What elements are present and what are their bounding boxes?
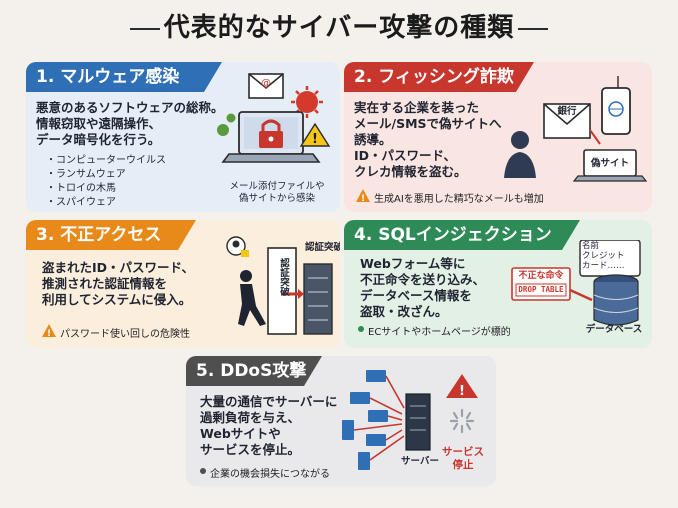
card-body: 実在する企業を装った メール/SMSで偽サイトへ 誘導。 ID・パスワード、 ク… (354, 100, 502, 179)
list-item: ・コンピューターウイルス (46, 155, 166, 166)
lock-icon (259, 119, 283, 148)
arrow-head-icon (298, 289, 304, 299)
door-icon (267, 247, 297, 335)
arrow-icon (569, 288, 593, 302)
card-header: 5. DDoS攻撃 (186, 356, 322, 386)
malware-caption: メール添付ファイルや 偽サイトから感染 (229, 181, 325, 204)
card-body: 大量の通信でサーバーに 過剰負荷を与え、 Webサイトや サービスを停止。 (200, 394, 338, 457)
title-divider-left (130, 28, 160, 30)
server-label: サーバー (401, 456, 439, 467)
database-label: データベース (585, 324, 643, 335)
door-label: 認証突破 (278, 258, 289, 296)
smartphone-icon (601, 87, 631, 135)
phishing-note: 生成AIを悪用した精巧なメールも増加 (374, 194, 544, 205)
bullet-dot-icon (358, 326, 364, 332)
card-header: 3. 不正アクセス (26, 220, 196, 250)
form-label: 名前 クレジット カード…… (582, 241, 625, 271)
sqli-note: ECサイトやホームページが標的 (368, 327, 511, 338)
bank-label: 銀行 (557, 106, 577, 117)
server-icon (405, 393, 431, 451)
card-malware: 1. マルウェア感染 悪意のあるソフトウェアの総称。 情報窃取や遠隔操作、 デー… (26, 62, 340, 212)
card-phishing: 2. フィッシング詐欺 実在する企業を装った メール/SMSで偽サイトへ 誘導。… (344, 62, 652, 212)
malware-illustration: @ ! (217, 73, 331, 163)
card-body: 盗まれたID・パスワード、 推測された認証情報を 利用してシステムに侵入。 (42, 260, 195, 307)
device-icon (342, 370, 388, 470)
laptop-icon (572, 149, 648, 182)
svg-text:!: ! (459, 384, 465, 399)
warning-icon: ! (42, 324, 56, 337)
card-body: 悪意のあるソフトウェアの総称。 情報窃取や遠隔操作、 データ暗号化を行う。 (36, 100, 224, 147)
traffic-arrow-icon (353, 375, 405, 461)
mail-icon (543, 103, 591, 139)
warning-icon: ! (299, 122, 331, 147)
page-title: 代表的なサイバー攻撃の種類 (163, 13, 515, 43)
virus-icon (217, 113, 236, 136)
command-box-icon (511, 267, 571, 301)
command-code: DROP TABLE (518, 285, 564, 294)
ddos-illustration: ! (342, 370, 478, 470)
svg-text:!: ! (47, 329, 51, 337)
unauthorized-illustration (226, 236, 333, 335)
list-item: ・スパイウェア (46, 197, 116, 208)
command-label: 不正な命令 (518, 271, 564, 281)
person-icon (504, 131, 536, 178)
card-header: 1. マルウェア感染 (26, 62, 222, 92)
database-icon (593, 274, 639, 326)
sqli-illustration (511, 240, 641, 326)
bullet-dot-icon (200, 468, 206, 474)
card-unauthorized-access: 3. 不正アクセス 盗まれたID・パスワード、 推測された認証情報を 利用してシ… (26, 220, 340, 348)
card-header: 4. SQLインジェクション (344, 220, 580, 250)
loading-spinner-icon (449, 408, 475, 434)
virus-icon (291, 86, 323, 118)
phishing-illustration (504, 76, 648, 182)
laptop-icon (221, 111, 321, 163)
warning-icon: ! (446, 374, 478, 399)
ddos-note: 企業の機会損失につながる (210, 469, 330, 480)
mail-icon: @ (248, 73, 284, 99)
warning-icon: ! (356, 189, 370, 202)
svg-text:!: ! (361, 194, 365, 202)
list-item: ・トロイの木馬 (46, 183, 116, 194)
card-sql-injection: 4. SQLインジェクション Webフォーム等に 不正命令を送り込み、 データベ… (344, 220, 652, 348)
person-icon (226, 236, 249, 257)
fake-site-label: 偽サイト (590, 158, 629, 169)
list-item: ・ランサムウェア (46, 169, 126, 180)
svg-text:@: @ (261, 78, 271, 89)
card-header: 2. フィッシング詐欺 (344, 62, 534, 92)
card-ddos: 5. DDoS攻撃 大量の通信でサーバーに 過剰負荷を与え、 Webサイトや サ… (186, 356, 496, 486)
svg-text:!: ! (312, 132, 318, 147)
arrow-icon (589, 129, 601, 145)
server-label: 認証突破 (304, 242, 340, 253)
unauthorized-note: パスワード使い回しの危険性 (60, 329, 190, 340)
title-divider-right (518, 28, 548, 30)
intruder-icon (238, 270, 266, 326)
card-body: Webフォーム等に 不正命令を送り込み、 データベース情報を 盗取・改ざん。 (360, 256, 486, 319)
malware-type-list: ・コンピューターウイルス ・ランサムウェア ・トロイの木馬 ・スパイウェア (46, 154, 166, 210)
server-icon (303, 263, 333, 335)
service-stop-label: サービス 停止 (442, 446, 484, 471)
